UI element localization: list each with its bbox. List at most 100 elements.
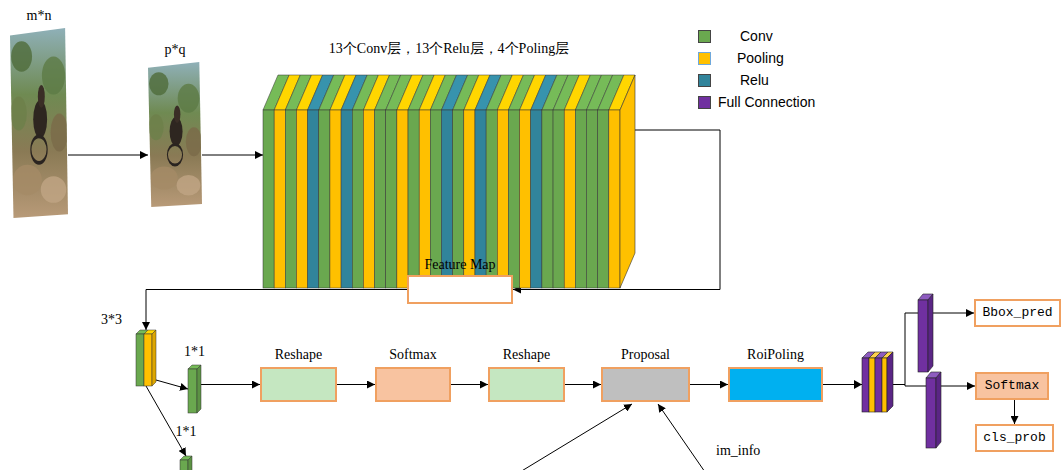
layer-slice: [263, 110, 274, 288]
photo-detail: [149, 72, 202, 195]
bike: [167, 145, 182, 165]
heading-label: 1*1: [176, 424, 197, 440]
heading-label: 1*1: [184, 344, 205, 360]
conv-front: [144, 334, 152, 386]
connector-arrow: [156, 380, 188, 389]
conv-side: [188, 456, 192, 470]
conv-side: [197, 365, 201, 413]
fc-side: [936, 372, 941, 448]
image-shape: [10, 28, 68, 218]
legend-swatch: [698, 30, 711, 43]
connector-arrow: [337, 384, 375, 385]
layer-slice: [497, 110, 508, 288]
fc-stack-layer: [875, 358, 882, 412]
conv-front: [180, 460, 188, 470]
bike: [31, 136, 47, 163]
foliage: [151, 166, 178, 189]
layer-slice: [598, 110, 609, 288]
input-arrow: [658, 404, 705, 470]
layer-slice: [508, 110, 519, 288]
fc-front: [926, 378, 936, 448]
foliage: [42, 57, 65, 95]
layer-slice: [542, 110, 553, 288]
conv-side: [152, 330, 156, 386]
connector-arrow: [451, 384, 488, 385]
layer-slice: [341, 110, 352, 288]
process-box: Proposal: [601, 367, 690, 402]
process-box: Softmax: [975, 372, 1049, 400]
rider-head: [38, 85, 45, 108]
layer-slice: [587, 110, 598, 288]
foliage: [11, 96, 27, 130]
foliage: [149, 114, 164, 140]
arrow-head: [854, 380, 862, 389]
conv1-shape: [188, 365, 201, 413]
foliage: [51, 114, 68, 152]
connector-arrow: [823, 313, 974, 385]
vgg-backbone: 13个Conv层，13个Relu层，4个Poling层: [263, 75, 635, 288]
heading-label: 13个Conv层，13个Relu层，4个Poling层: [329, 41, 569, 57]
heading-label: 3*3: [101, 312, 122, 328]
legend-swatch: [698, 74, 711, 87]
block-side: [620, 75, 635, 288]
layer-slice: [408, 110, 419, 288]
legend-label: Pooling: [737, 50, 784, 66]
scaled-image: p*q: [148, 62, 202, 207]
connector-arrow: [201, 384, 260, 385]
layer-slice: [296, 110, 307, 288]
layer-slice: [274, 110, 285, 288]
foliage: [149, 72, 168, 95]
process-box: RoiPoling: [728, 367, 823, 402]
conv-block: 1*1: [188, 365, 201, 413]
fc-stack-layer: [862, 358, 869, 412]
box-label: cls_prob: [983, 431, 1045, 446]
layer-slice: [531, 110, 542, 288]
conv-block: 1*1: [180, 456, 192, 470]
heading-label: RoiPoling: [747, 347, 804, 363]
layer-slice: [308, 110, 319, 288]
legend-label: Conv: [740, 28, 773, 44]
legend-swatch: [698, 96, 711, 109]
vgg-shape: [263, 75, 635, 288]
layer-slice: [386, 110, 397, 288]
layer-slice: [363, 110, 374, 288]
layer-slice: [520, 110, 531, 288]
output-box: cls_prob: [975, 424, 1054, 452]
connector-arrow: [146, 290, 407, 331]
photo-ground: [10, 28, 68, 218]
conv-front: [188, 369, 197, 413]
heading-label: Proposal: [621, 347, 670, 363]
connector-arrow: [823, 385, 975, 387]
foliage: [13, 165, 42, 195]
image-shape: [148, 62, 202, 207]
fc-stack-layer: [882, 358, 887, 412]
box-label: Bbox_pred: [982, 306, 1052, 321]
layer-slice: [397, 110, 408, 288]
feature-map-box: Feature Map: [407, 275, 513, 304]
fc-layer: [918, 294, 933, 372]
fc-side: [928, 294, 933, 372]
output-box: Bbox_pred: [974, 299, 1061, 327]
conv-front: [136, 334, 144, 386]
connector-arrow: [690, 384, 728, 385]
heading-label: Reshape: [275, 347, 322, 363]
foliage: [11, 41, 32, 71]
rider-head: [174, 106, 180, 123]
layer-slice: [330, 110, 341, 288]
foliage: [178, 84, 200, 113]
fc-stack: [854, 352, 893, 412]
heading-label: p*q: [165, 42, 186, 58]
signal-label: im_info: [714, 443, 762, 459]
fc-front: [918, 300, 928, 372]
layer-slice: [609, 110, 620, 288]
legend-label: Relu: [740, 72, 769, 88]
connector-arrow: [68, 155, 148, 156]
photo-detail: [11, 41, 68, 203]
process-box: Reshape: [488, 367, 565, 402]
layer-slice: [352, 110, 363, 288]
layer-slice: [319, 110, 330, 288]
input-arrow: [520, 404, 632, 470]
connector-arrow: [202, 155, 263, 156]
conv-block: 3*3: [136, 330, 156, 386]
process-box: Reshape: [260, 367, 337, 402]
